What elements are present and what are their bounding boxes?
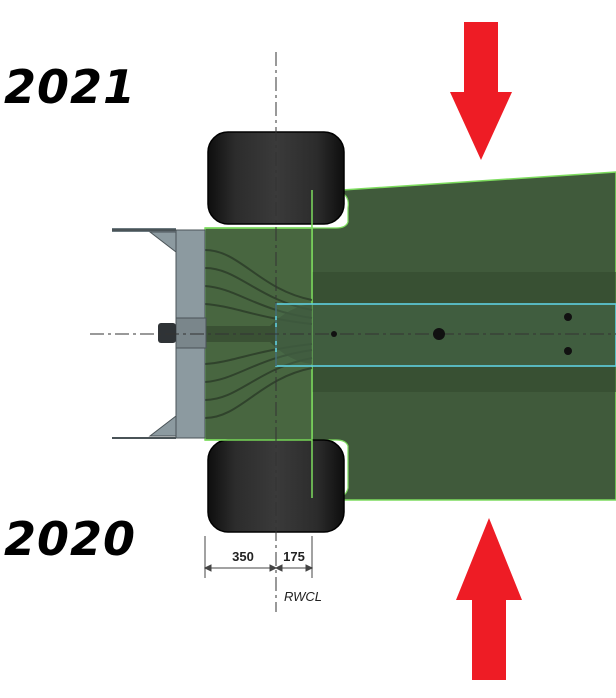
marker-dot xyxy=(564,347,572,355)
marker-dot xyxy=(433,328,445,340)
plank xyxy=(275,303,616,367)
year-label-2021: 2021 xyxy=(4,60,137,114)
arrow-down-icon xyxy=(450,22,512,160)
marker-dot xyxy=(564,313,572,321)
arrow-up-icon xyxy=(456,518,522,680)
rwcl-label: RWCL xyxy=(284,589,322,604)
dimension-lines xyxy=(203,536,314,578)
floor-edge-outline xyxy=(205,190,313,498)
dimension-350: 350 xyxy=(232,549,254,564)
rear-crash-structure xyxy=(112,228,207,439)
dimension-175: 175 xyxy=(283,549,305,564)
year-label-2020: 2020 xyxy=(4,512,137,566)
marker-dot xyxy=(331,331,337,337)
